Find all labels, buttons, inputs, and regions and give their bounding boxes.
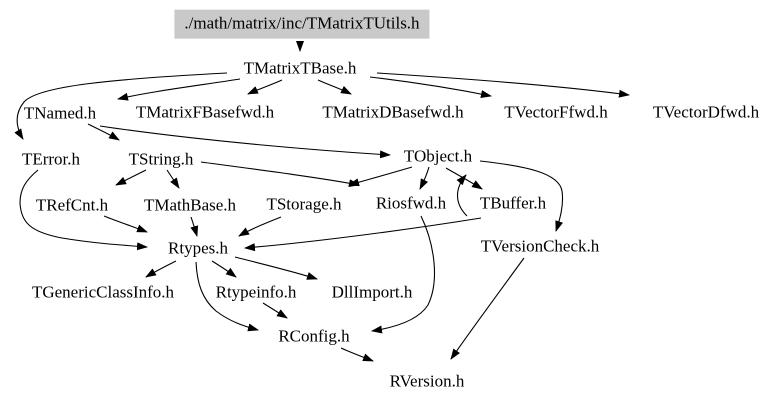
node-TVectorFfwd[interactable]: TVectorFfwd.h [504, 102, 608, 122]
node-TMatrixTUtils: ./math/matrix/inc/TMatrixTUtils.h [174, 9, 430, 39]
node-TVersionCheck[interactable]: TVersionCheck.h [480, 236, 600, 256]
node-Rtypeinfo[interactable]: Rtypeinfo.h [215, 282, 297, 302]
node-TNamed[interactable]: TNamed.h [23, 103, 97, 123]
node-TBuffer[interactable]: TBuffer.h [479, 193, 547, 213]
node-TMatrixDBasefwd[interactable]: TMatrixDBasefwd.h [322, 102, 464, 122]
edge-TError-to-Rtypes [19, 169, 148, 251]
edge-TString-to-TMathBase [166, 169, 180, 189]
edge-TString-to-Riosfwd [200, 161, 360, 188]
node-Rtypes[interactable]: Rtypes.h [168, 238, 228, 258]
node-TVectorDfwd[interactable]: TVectorDfwd.h [652, 102, 760, 122]
edge-TBuffer-to-Rtypes [244, 217, 482, 252]
node-TMatrixFBasefwd[interactable]: TMatrixFBasefwd.h [135, 102, 275, 122]
edge-group [14, 41, 630, 362]
edge-Rtypes-to-DllImport [234, 256, 318, 280]
node-Riosfwd[interactable]: Riosfwd.h [375, 193, 447, 213]
node-TStorage[interactable]: TStorage.h [266, 194, 342, 214]
edge-Riosfwd-to-RConfig [371, 215, 436, 334]
edge-TVersionCheck-to-RVersion [450, 257, 525, 360]
edge-TStorage-to-Rtypes [238, 216, 282, 237]
edge-TNamed-to-TString [87, 123, 120, 141]
node-RVersion[interactable]: RVersion.h [389, 371, 465, 391]
node-TString[interactable]: TString.h [128, 149, 194, 169]
edge-TMathBase-to-Rtypes [190, 216, 199, 237]
edge-TNamed-to-TObject [99, 125, 391, 159]
edge-TMatrixTBase-to-TNamed [117, 78, 241, 101]
edge-TObject-to-TVersionCheck [479, 160, 564, 232]
edge-TRefCnt-to-Rtypes [103, 215, 148, 233]
edge-TBuffer-to-TObject [456, 174, 468, 217]
node-TRefCnt[interactable]: TRefCnt.h [35, 195, 109, 215]
node-TMatrixTBase[interactable]: TMatrixTBase.h [243, 58, 357, 78]
edge-TMatrixTBase-to-TError [14, 72, 228, 140]
edge-TObject-to-TStorage [348, 166, 413, 187]
node-TGenericClassInfo[interactable]: TGenericClassInfo.h [31, 282, 175, 302]
node-DllImport[interactable]: DllImport.h [331, 282, 413, 302]
edge-TMatrixTBase-to-TVectorFfwd [369, 76, 492, 98]
node-TError[interactable]: TError.h [21, 149, 81, 169]
node-RConfig[interactable]: RConfig.h [278, 326, 350, 346]
edge-TObject-to-Riosfwd [419, 166, 430, 190]
edge-TMatrixTBase-to-TMatrixFBasefwd [247, 79, 283, 95]
edge-TObject-to-TBuffer [445, 167, 483, 190]
edge-Rtypeinfo-to-RConfig [262, 302, 288, 319]
node-TMathBase[interactable]: TMathBase.h [143, 195, 237, 215]
node-TObject[interactable]: TObject.h [403, 146, 473, 166]
edge-Rtypes-to-Rtypeinfo [211, 260, 237, 278]
edge-TMatrixTBase-to-TMatrixDBasefwd [317, 79, 352, 95]
edge-Rtypes-to-RConfig [195, 261, 259, 332]
edge-Rtypes-to-TGenericClassInfo [145, 260, 177, 278]
edge-TString-to-TRefCnt [115, 169, 147, 186]
edge-TMatrixTBase-to-TVectorDfwd [376, 72, 630, 98]
edge-RConfig-to-RVersion [340, 347, 374, 362]
